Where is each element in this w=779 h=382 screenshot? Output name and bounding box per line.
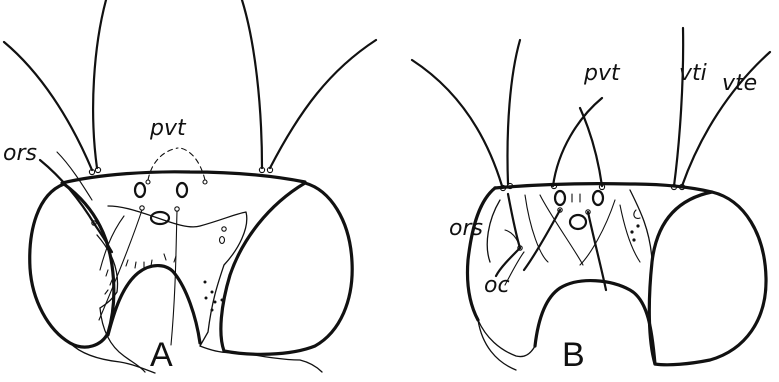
panel-a-ors-bristle [40,160,112,252]
panel-a-dots [204,281,224,312]
panel-b-pvt-bristle-right [580,108,602,186]
panel-b-bristle-inner-left [508,40,521,184]
panel-b-left-outline [478,320,535,357]
panel-a-letter: A [150,336,173,374]
panel-a-vertex-margin [62,172,305,183]
panel-a-socket [203,180,207,184]
panel-a-pvt-bristle-right [180,148,205,180]
panel-a-pvt-bristle-left [148,148,178,180]
panel-a: ors pvt A [3,0,376,374]
panel-a-mark [220,237,225,244]
panel-b-dots [630,224,639,241]
panel-b-bristle-outer-left [412,60,502,186]
panel-b-letter: B [562,336,585,374]
panel-b-ors-bristle-2 [496,248,520,276]
panel-b-bristle-vti [674,28,683,186]
panel-a-bristle-outer-right [270,40,376,168]
panel-b-ocellus-left [555,191,565,205]
panel-a-label-pvt: pvt [149,116,187,141]
panel-a-socket [146,180,150,184]
panel-b-marks [634,210,640,218]
panel-a-bristle-inner-left [93,0,106,168]
panel-a-right-compound-eye [221,183,352,354]
panel-a-ocellus-median [151,212,169,224]
panel-b-ors-bristle-1 [508,194,520,248]
panel-b-ocellar-marks [572,194,580,202]
panel-a-socket [222,227,226,231]
panel-a-ocellus-left [135,183,145,197]
panel-b-frontal-line-4 [620,205,640,262]
panel-a-bristle-inner-right [242,0,262,168]
panel-b: ors oc pvt vti vte B [412,28,770,374]
panel-b-pvt-bristle-left [553,98,602,186]
panel-a-face-opening [108,266,200,343]
panel-a-hairs [105,254,176,294]
panel-b-ocellus-right [593,191,603,205]
panel-b-left-margin [467,188,495,320]
panel-b-ocellus-median [570,215,586,229]
panel-b-label-vte: vte [722,71,757,96]
panel-b-face-opening [535,281,655,364]
panel-b-right-compound-eye [649,192,766,365]
panel-b-label-pvt: pvt [583,61,621,86]
panel-b-frons-left-curve [487,200,500,262]
panel-b-label-oc: oc [484,273,510,298]
panel-b-label-ors: ors [449,216,483,241]
panel-b-label-vti: vti [679,61,707,86]
panel-a-ocellus-right [177,183,187,197]
panel-a-label-ors: ors [3,141,37,166]
